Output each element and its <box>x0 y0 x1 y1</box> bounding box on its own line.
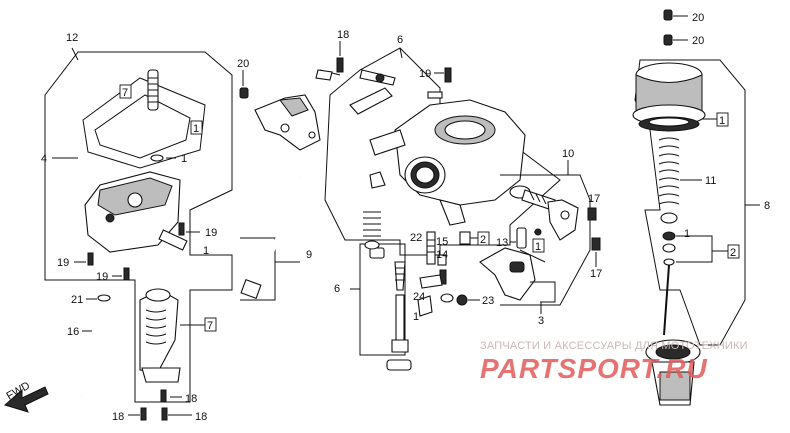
watermark-logo: PARTSPORT.RU <box>480 353 708 384</box>
callout-12: 12 <box>66 32 78 44</box>
callout-18-a: 18 <box>185 393 197 405</box>
callout-20-b: 20 <box>692 35 704 47</box>
callout-18-c: 18 <box>195 411 207 423</box>
callout-19-b: 19 <box>57 257 69 269</box>
vacuum-piston-group <box>632 9 760 406</box>
callout-1-cap: 1 <box>719 115 725 127</box>
choke-valve-assembly <box>500 174 601 306</box>
choke-cable <box>240 177 302 301</box>
callout-24: 24 <box>413 291 425 303</box>
callout-20-a: 20 <box>692 12 704 24</box>
throttle-linkage <box>239 57 344 151</box>
callout-20-left: 20 <box>237 58 249 70</box>
callout-9: 9 <box>306 249 312 261</box>
pilot-screw-parts <box>417 227 556 317</box>
callout-4: 4 <box>41 153 47 165</box>
callout-17-b: 17 <box>590 268 602 280</box>
callout-3: 3 <box>538 315 544 327</box>
jet-needle-group <box>350 211 412 371</box>
callout-1-right: 1 <box>684 228 690 240</box>
watermark-subtitle: ЗАПЧАСТИ И АКСЕССУАРЫ ДЛЯ МОТОТЕХНИКИ <box>480 340 748 352</box>
callout-10: 10 <box>562 148 574 160</box>
callout-7-top: 7 <box>122 87 128 99</box>
callout-15: 15 <box>436 236 448 248</box>
callout-18-b: 18 <box>112 411 124 423</box>
callout-labels: 12 4 7 1 1 19 1 19 19 21 16 7 18 18 18 9… <box>41 12 770 423</box>
callout-23: 23 <box>482 295 494 307</box>
callout-18-top: 18 <box>337 29 349 41</box>
callout-16: 16 <box>67 326 79 338</box>
float-chamber-group <box>44 47 233 421</box>
callout-1-d: 1 <box>535 241 541 253</box>
callout-2-right: 2 <box>730 247 736 259</box>
callout-19-top: 19 <box>419 68 431 80</box>
callout-19-c: 19 <box>96 271 108 283</box>
callout-22: 22 <box>410 232 422 244</box>
callout-7-bottom: 7 <box>207 320 213 332</box>
callout-14: 14 <box>436 249 448 261</box>
forward-arrow-icon <box>3 386 49 413</box>
callout-6-top: 6 <box>397 34 403 46</box>
callout-1-b: 1 <box>203 245 209 257</box>
callout-8: 8 <box>764 200 770 212</box>
callout-1-gasket: 1 <box>193 123 199 135</box>
callout-11: 11 <box>705 175 716 187</box>
callout-6-mid: 6 <box>334 283 340 295</box>
callout-1-oring: 1 <box>181 153 187 165</box>
callout-2-mid: 2 <box>480 234 486 246</box>
callout-17-a: 17 <box>588 193 600 205</box>
callout-19-a: 19 <box>205 227 217 239</box>
callout-1-c: 1 <box>413 311 419 323</box>
drain-tube <box>80 294 111 397</box>
carburetor-body-group <box>324 47 561 256</box>
callout-21: 21 <box>71 294 83 306</box>
callout-13: 13 <box>496 237 508 249</box>
